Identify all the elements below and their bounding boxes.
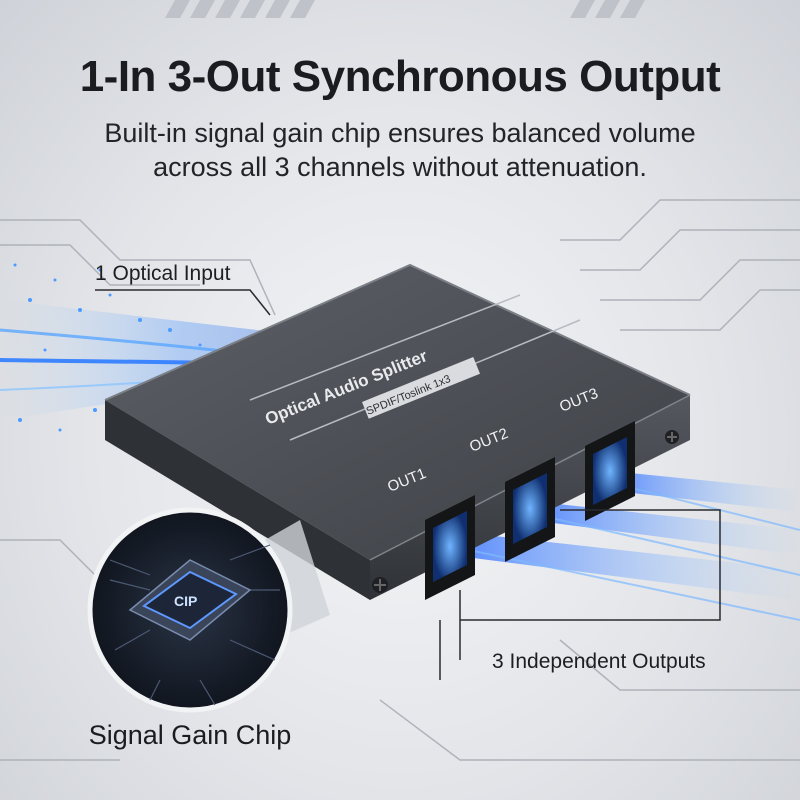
screw-icon [665,430,679,444]
chip-icon: CIP [128,559,252,641]
subheadline-line-2: across all 3 channels without attenuatio… [153,152,647,182]
chip-magnifier: CIP [87,507,293,713]
headline: 1-In 3-Out Synchronous Output [79,52,721,101]
callout-outputs: 3 Independent Outputs [492,650,706,673]
decorative-stripes [165,0,645,18]
circuit-traces [0,199,800,761]
chip-label: CIP [174,593,197,609]
callout-optical-input: 1 Optical Input [95,262,231,285]
subheadline-line-1: Built-in signal gain chip ensures balanc… [104,118,696,148]
optical-port-out2 [505,457,555,562]
screw-icon [372,577,388,593]
callout-lines [95,289,721,680]
optical-port-out1 [425,495,475,600]
callout-signal-gain-chip: Signal Gain Chip [88,720,292,750]
optical-port-out3 [585,421,635,521]
